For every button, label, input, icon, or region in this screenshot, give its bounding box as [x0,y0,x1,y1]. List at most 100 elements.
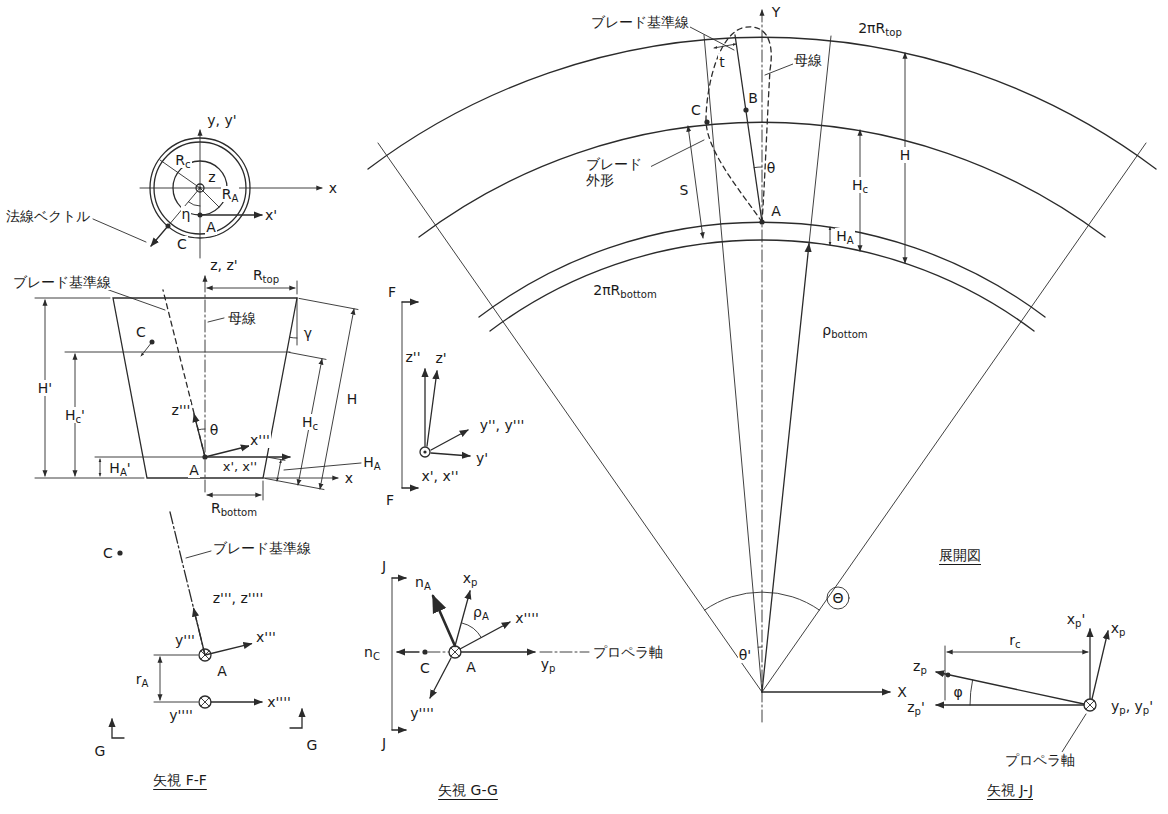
drawing-label: ブレード 外形 [585,156,651,188]
label-part: θ [767,160,776,176]
view-g-g-circle [422,649,427,654]
drawing-label: A [205,219,217,235]
view-g-g-line [461,651,535,652]
label-part: x [1111,620,1119,636]
label-part: ブレード基準線 [13,274,111,290]
cone-side-view-line [205,446,249,457]
cone-side-view-line [207,288,295,289]
section-f-marker-line [402,301,418,302]
label-part: R [211,500,221,516]
drawing-label: y'', y''' [479,417,526,433]
drawing-label: x''' [249,432,271,448]
drawing-label: 矢視 J-J [986,782,1034,798]
cone-side-view-line [35,478,144,479]
label-part: H [347,391,358,407]
label-part: z [913,658,920,674]
development-view-line [714,44,736,48]
cone-side-view-path [198,428,205,430]
label-part: G [307,737,318,753]
subscript: p [1143,705,1149,716]
drawing-label: xp [462,570,479,586]
subscript: p [549,663,555,674]
subscript: c [862,184,868,195]
label-part: x', x'' [421,468,458,484]
drawing-label: y' [475,450,489,466]
drawing-label: zp [912,658,928,674]
drawing-label: η [181,206,192,222]
cone-side-view-line [141,342,152,356]
view-g-g [392,578,589,730]
subscript: C [373,651,380,662]
label-part: ' [127,460,131,476]
label-part: y [541,656,549,672]
label-part: x [463,570,471,586]
label-part: Θ [832,590,843,606]
development-view-line [704,35,762,692]
label-part: z, z' [210,257,237,273]
circle-view-circle [166,224,171,229]
development-view [368,10,1156,722]
drawing-label: J [381,735,387,751]
view-j-j-circle [1084,699,1096,711]
label-part: x''' [250,432,270,448]
label-part: y'', y''' [480,417,525,433]
drawing-label: γ [303,325,313,341]
label-part: ρ [822,322,831,338]
development-view-path [754,167,762,169]
drawing-label: z''' [171,402,192,418]
view-f-f-circle [199,696,211,708]
drawing-label: X [896,684,908,700]
label-part: ブレード 外形 [586,156,642,188]
label-part: y'''' [169,707,193,723]
drawing-label: 矢視 G-G [437,782,499,798]
cone-side-view-line [269,457,285,460]
circle-view-line [93,219,146,242]
drawing-label: rA [135,671,150,687]
section-f-marker-line [431,430,468,450]
label-part: , y [1126,698,1143,714]
view-f-f-polyline [112,719,124,738]
label-part: 2πR [593,282,620,298]
view-f-f-line [211,701,262,702]
drawing-label: C [135,324,147,340]
label-part: H [363,454,374,470]
cone-side-view-line [263,481,264,500]
drawing-label: ブレード基準線 [12,274,112,290]
drawing-label: z [207,169,216,185]
label-part: t [719,54,725,70]
development-view-circle [759,219,764,224]
drawing-label: φ [952,684,963,700]
view-f-f-polyline [290,709,302,728]
view-j-j-line [1086,701,1094,709]
development-view-path [706,27,771,222]
label-part: ブレード基準線 [213,540,311,556]
development-view-line [648,140,704,168]
label-part: H [65,407,76,423]
subscript: A [141,678,148,689]
drawing-label: Rbottom [210,500,258,516]
label-part: H' [38,380,52,396]
cone-side-view-line [284,463,361,470]
label-part: 矢視 J-J [987,782,1033,798]
cone-side-view-circle [202,454,207,459]
development-view-circle [743,107,748,112]
drawing-label: x'''' [266,694,292,710]
development-view-line [735,35,762,222]
label-part: θ' [739,647,751,663]
development-view-path [758,647,762,648]
label-part: J [382,558,386,574]
label-part: z'' [405,349,420,365]
cone-side-view [35,276,361,500]
label-part: H [109,460,120,476]
drawing-label: Rtop [252,267,280,283]
label-part: A [771,203,781,219]
subscript: A [847,235,854,246]
view-g-g-line [392,729,406,730]
label-part: B [748,90,758,106]
label-part: x [345,470,353,486]
circle-view-circle [198,213,203,218]
cone-side-view-line [289,352,326,359]
drawing-label: y, y' [206,112,237,128]
label-part: n [364,644,373,660]
cone-side-view-line [35,298,110,299]
